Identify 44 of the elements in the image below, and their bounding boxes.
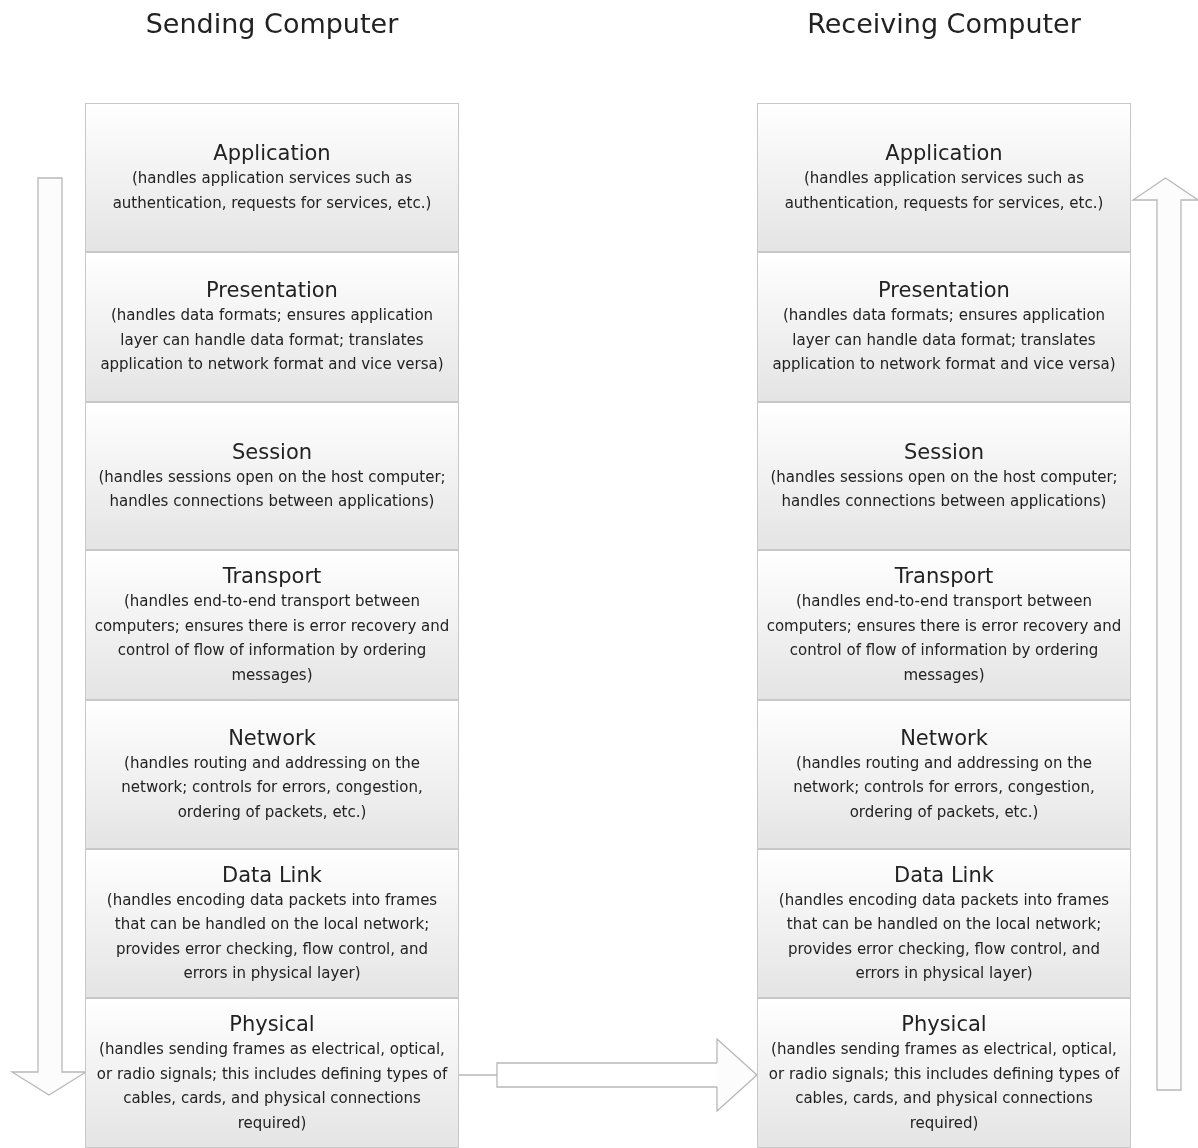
layer-name: Physical: [901, 1011, 987, 1037]
layer-name: Data Link: [222, 861, 322, 888]
layer-name: Physical: [229, 1011, 315, 1037]
layer-description: (handles end-to-end transport between computers; ensures there is error recovery and control of flow of information by ordering messages): [765, 591, 1123, 686]
layer-name: Network: [900, 724, 988, 751]
layer-description: (handles sessions open on the host computer; handles connections between applications): [769, 466, 1119, 512]
column-title: Receiving Computer: [806, 8, 1082, 39]
layer-box: [757, 998, 1131, 1148]
layer-box: [757, 103, 1131, 252]
layer-description: (handles data formats; ensures application layer can handle data format; translates application to network format and vice versa): [99, 305, 445, 376]
layer-box: [85, 402, 459, 550]
layer-box: [85, 700, 459, 849]
layer-name: Application: [885, 140, 1003, 166]
layer-description: (handles encoding data packets into frames that can be handled on the local network; provides error checking, flow control, and errors in physical layer): [105, 889, 439, 984]
layer-name: Network: [228, 724, 316, 751]
layer-name: Transport: [894, 563, 994, 589]
layer-name: Data Link: [894, 861, 994, 888]
layer-description: (handles data formats; ensures application layer can handle data format; translates application to network format and vice versa): [771, 305, 1117, 376]
layer-description: (handles sessions open on the host computer; handles connections between applications): [97, 466, 447, 512]
layer-description: (handles sending frames as electrical, optical, or radio signals; this includes defining types of cables, cards, and physical connections required): [767, 1039, 1121, 1134]
layer-description: (handles application services such as authentication, requests for services, etc.): [111, 168, 433, 214]
layer-box: [85, 252, 459, 402]
column-title: Sending Computer: [144, 8, 400, 39]
layer-box: [85, 998, 459, 1148]
layer-box: [757, 849, 1131, 998]
layer-name: Application: [213, 140, 331, 166]
layer-name: Session: [903, 438, 985, 465]
layer-description: (handles encoding data packets into frames that can be handled on the local network; provides error checking, flow control, and errors in physical layer): [777, 889, 1111, 984]
layer-box: [757, 700, 1131, 849]
layer-name: Transport: [222, 563, 322, 589]
layer-box: [85, 550, 459, 700]
layer-description: (handles sending frames as electrical, optical, or radio signals; this includes defining types of cables, cards, and physical connections required): [95, 1039, 449, 1134]
layer-box: [85, 849, 459, 998]
layer-box: [85, 103, 459, 252]
layer-description: (handles routing and addressing on the network; controls for errors, congestion, ordering of packets, etc.): [120, 752, 424, 823]
layer-description: (handles application services such as authentication, requests for services, etc.): [783, 168, 1105, 214]
layer-description: (handles routing and addressing on the network; controls for errors, congestion, ordering of packets, etc.): [792, 752, 1096, 823]
layer-description: (handles end-to-end transport between computers; ensures there is error recovery and control of flow of information by ordering messages): [93, 591, 451, 686]
layer-box: [757, 402, 1131, 550]
layer-name: Presentation: [206, 277, 338, 304]
layer-box: [757, 550, 1131, 700]
layer-box: [757, 252, 1131, 402]
layer-name: Session: [231, 438, 313, 465]
layer-name: Presentation: [878, 277, 1010, 304]
